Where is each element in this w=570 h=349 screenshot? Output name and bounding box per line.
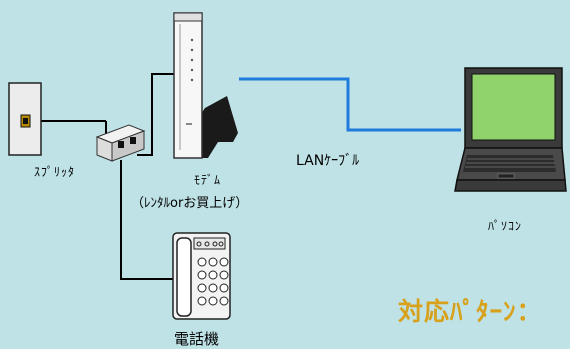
splitter-label: ｽﾌﾟﾘｯﾀ — [34, 165, 76, 179]
line-splitter-to-modem — [137, 73, 186, 156]
telephone-icon — [172, 232, 231, 320]
line-splitter-to-phone — [120, 160, 175, 280]
lan-cable-label: LANｹｰﾌﾞﾙ — [296, 153, 360, 169]
splitter-icon — [95, 124, 146, 162]
laptop-icon — [454, 67, 567, 192]
phone-lines — [40, 73, 186, 280]
pc-label: ﾊﾟｿｺﾝ — [488, 219, 523, 233]
pattern-heading: 対応ﾊﾟﾀｰﾝ： — [398, 297, 543, 326]
lan-cable-line — [239, 77, 461, 132]
wall-jack-icon — [8, 82, 42, 156]
phone-label: 電話機 — [174, 330, 220, 348]
modem-label: ﾓﾃﾞﾑ — [194, 173, 222, 187]
modem-sublabel: （ﾚﾝﾀﾙorお買上げ） — [131, 196, 249, 211]
modem-icon — [173, 12, 238, 159]
